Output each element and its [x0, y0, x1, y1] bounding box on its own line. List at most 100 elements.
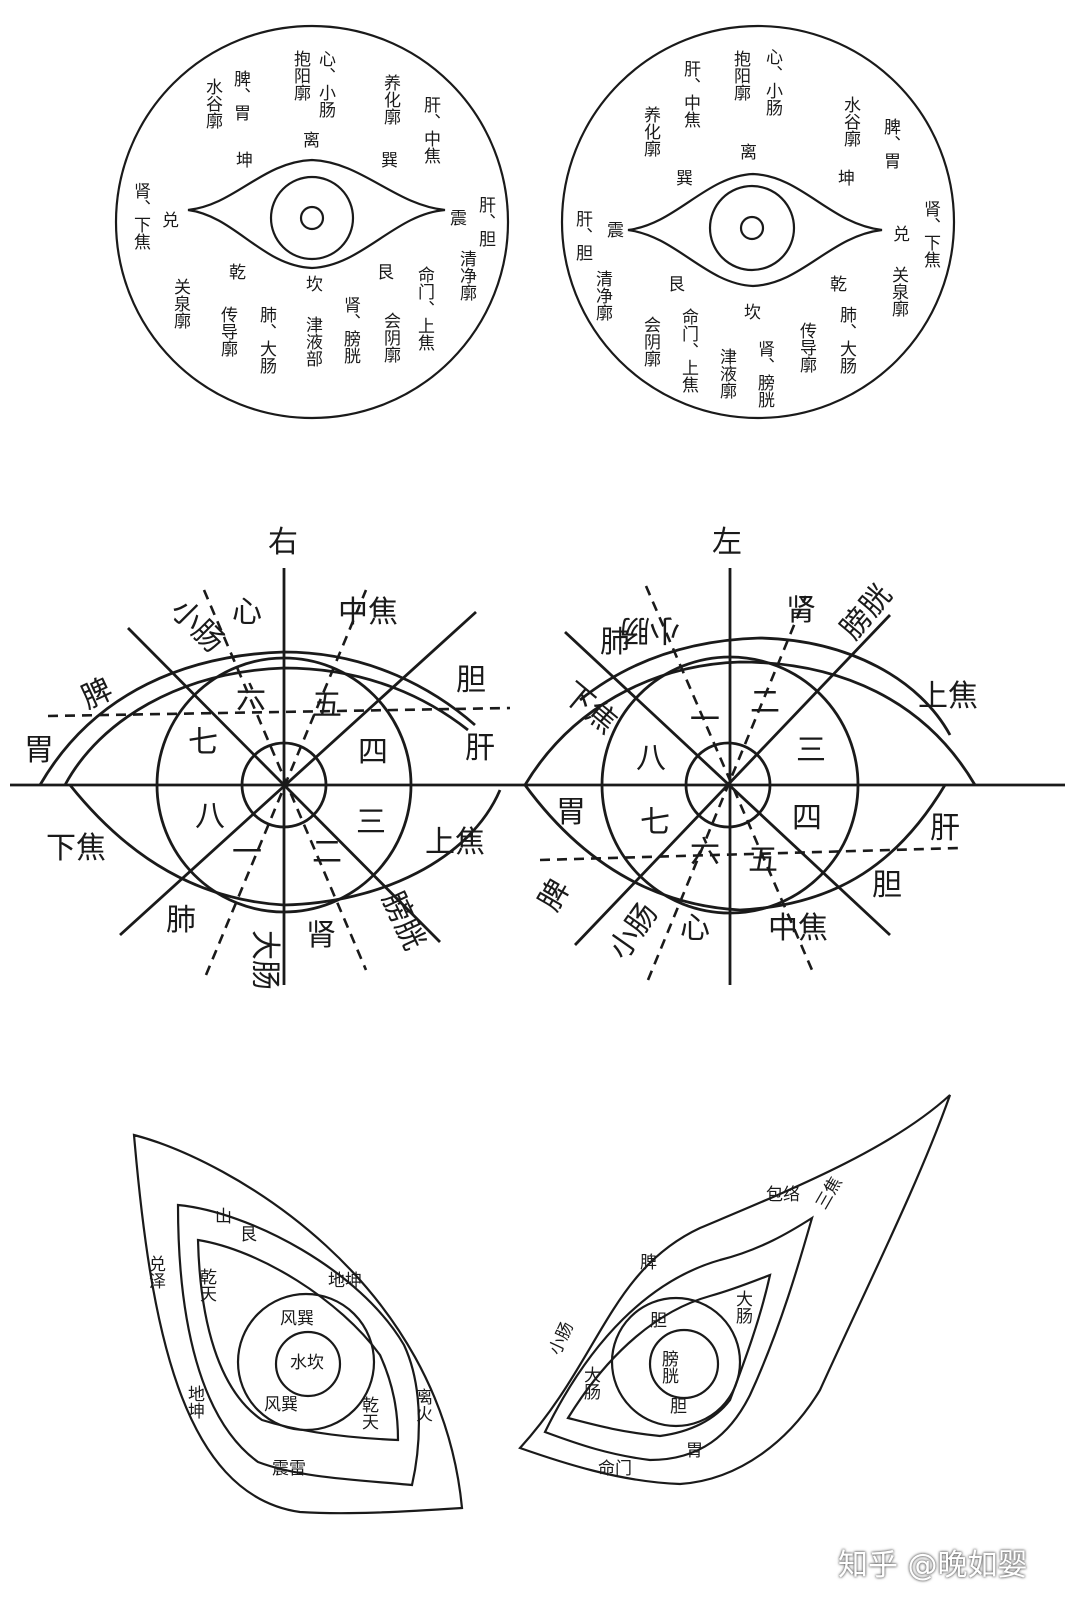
label: 乾 — [229, 263, 246, 283]
label: 地坤 — [184, 1385, 205, 1419]
label: 小肠 — [546, 1319, 578, 1358]
label: 脾 — [76, 672, 118, 716]
numeral: 八 — [195, 799, 225, 834]
label: 胆 — [650, 1311, 667, 1331]
label: 兑泽 — [145, 1255, 166, 1289]
numeral: 四 — [792, 801, 822, 836]
diagonal-line — [119, 610, 477, 937]
label: 膀胱 — [375, 886, 432, 955]
eye-outline — [627, 172, 883, 288]
label: 脾 — [532, 874, 577, 917]
label: 肾、下焦 — [920, 200, 941, 268]
label: 肾 — [786, 593, 816, 628]
middle-right-eye-labels: 右 心 中焦 小肠 脾 胆 胃 肝 下焦 上焦 肺 大肠 肾 膀胱 六 五 七 … — [24, 525, 495, 990]
label: 脾、胃 — [880, 118, 901, 170]
middle-left-eye — [523, 568, 977, 985]
upper-eyelid — [523, 660, 977, 786]
label: 三焦 — [812, 1174, 846, 1213]
bottom-left-eye-diagram — [132, 1133, 464, 1515]
outer-shape — [518, 1094, 952, 1486]
iris-circle — [610, 1296, 742, 1428]
label: 胃 — [556, 795, 586, 830]
label: 膀胱 — [834, 578, 899, 646]
numeral: 一 — [232, 835, 262, 870]
label: 命门、上焦 — [414, 266, 435, 351]
label: 津液廓 — [716, 348, 737, 400]
label: 离 — [303, 131, 320, 151]
label: 养化廓 — [380, 74, 401, 126]
label: 风巽 — [280, 1309, 314, 1329]
bottom-right-labels: 包络 三焦 脾 大肠 小肠 胆 膀胱 大肠 胆 胃 命门 — [546, 1174, 847, 1479]
lower-eyelid — [523, 784, 947, 912]
label: 传导廓 — [217, 306, 238, 358]
numeral: 一 — [690, 698, 720, 733]
lower-eyelid — [68, 784, 502, 907]
upper-eyelid — [38, 650, 476, 786]
dashed-line — [202, 589, 368, 971]
label: 肾、膀胱 — [340, 296, 361, 365]
label: 传导廓 — [796, 322, 817, 374]
label: 兑 — [162, 211, 179, 231]
numeral: 六 — [690, 835, 720, 870]
label: 巽 — [381, 151, 398, 171]
eye-outline — [187, 158, 446, 270]
label: 津液部 — [302, 316, 323, 367]
label: 肝 — [465, 731, 495, 766]
middle-right-eye — [38, 568, 511, 985]
diagonal-line — [573, 614, 892, 946]
top-left-circle-diagram — [114, 24, 510, 420]
label: 肾、下焦 — [130, 182, 151, 250]
iris-circle — [269, 175, 355, 261]
label: 关泉廓 — [888, 266, 909, 318]
label: 大肠 — [580, 1366, 601, 1401]
label: 艮 — [377, 263, 394, 283]
label: 小肠 — [164, 593, 231, 660]
label: 离火 — [412, 1388, 433, 1422]
label: 地坤 — [328, 1271, 362, 1291]
iris-circle — [708, 184, 796, 272]
label: 艮 — [240, 1225, 257, 1245]
dashed-line — [47, 706, 511, 718]
label: 肺 — [166, 903, 196, 938]
numeral: 二 — [312, 835, 342, 870]
label: 肝、胆 — [572, 210, 593, 261]
label: 心、小肠 — [762, 48, 783, 117]
upper-eyelid-inner — [63, 666, 469, 786]
label: 水坎 — [290, 1353, 324, 1373]
numeral: 七 — [188, 725, 218, 760]
numeral: 四 — [358, 735, 388, 770]
numeral: 三 — [356, 805, 386, 840]
middle-shape — [176, 1203, 420, 1487]
label: 坎 — [306, 275, 323, 295]
label: 肝、胆 — [475, 196, 496, 247]
outer-circle — [560, 24, 956, 420]
pupil-circle — [299, 205, 325, 231]
label: 肾、膀胱 — [754, 340, 775, 409]
label: 心 — [680, 911, 710, 946]
numeral: 六 — [236, 681, 266, 716]
pupil-circle — [648, 1328, 720, 1400]
label: 会阴廓 — [640, 316, 661, 368]
label: 震 — [450, 209, 467, 229]
label: 下焦 — [46, 831, 106, 866]
label: 震雷 — [272, 1459, 306, 1479]
numeral: 二 — [750, 685, 780, 720]
eye-title: 右 — [268, 525, 298, 560]
label: 脾、胃 — [230, 70, 251, 122]
label: 包络 — [766, 1185, 800, 1205]
label: 清净廓 — [456, 250, 477, 302]
label: 上焦 — [425, 825, 485, 860]
label: 坤 — [838, 169, 855, 189]
label: 胆 — [670, 1397, 687, 1417]
label: 心、小肠 — [315, 50, 336, 119]
pupil-circle — [274, 1330, 342, 1398]
inner-shape — [196, 1238, 400, 1442]
numeral: 三 — [796, 733, 826, 768]
label: 命门 — [598, 1459, 632, 1479]
dashed-line — [646, 595, 808, 981]
watermark: 知乎 @晚如婴 — [838, 1548, 1028, 1583]
label: 抱阳廓 — [730, 50, 751, 102]
pupil-circle — [240, 741, 328, 829]
label: 中焦 — [338, 595, 398, 630]
